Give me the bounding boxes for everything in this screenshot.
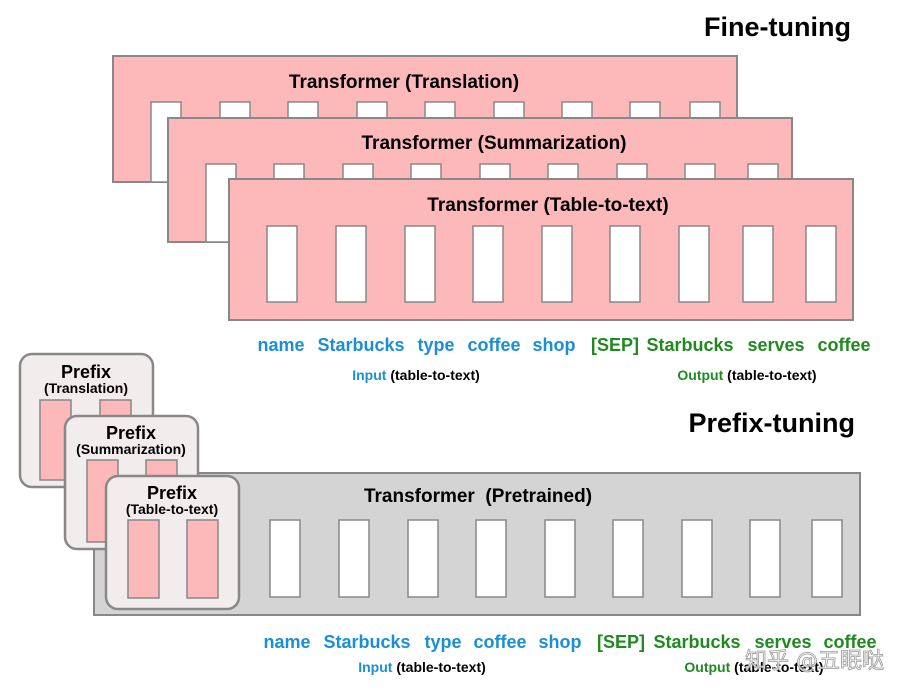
ft-token: type — [417, 335, 454, 355]
prefix-tuning-heading: Prefix-tuning — [689, 408, 856, 438]
transformer-summarization-title: Transformer (Summarization) — [362, 133, 627, 154]
ft-token: serves — [747, 335, 804, 355]
ft-token: coffee — [817, 335, 870, 355]
ft-token: coffee — [467, 335, 520, 355]
token-slots-table-to-text — [266, 225, 837, 303]
pt-token: Starbucks — [653, 632, 740, 652]
pt-input-label: Input (table-to-text) — [358, 659, 486, 675]
ft-output-label: Output (table-to-text) — [677, 367, 816, 383]
fine-tuning-token-row: name Starbucks type coffee shop [SEP] St… — [257, 335, 870, 355]
ft-token: shop — [533, 335, 576, 355]
transformer-pretrained-title: Transformer (Pretrained) — [364, 486, 592, 507]
pt-token: type — [424, 632, 461, 652]
prefix-tuning-token-row: name Starbucks type coffee shop [SEP] St… — [263, 632, 876, 652]
transformer-table-to-text-title: Transformer (Table-to-text) — [427, 195, 668, 216]
prefix-card-title: Prefix — [61, 362, 111, 382]
prefix-card-table-to-text: Prefix (Table-to-text) — [104, 474, 241, 611]
prefix-card-title: Prefix — [147, 483, 197, 503]
prefix-card-subtitle: (Summarization) — [76, 441, 186, 457]
prefix-card-title: Prefix — [106, 423, 156, 443]
pt-token: Starbucks — [323, 632, 410, 652]
pt-token: coffee — [473, 632, 526, 652]
fine-tuning-heading: Fine-tuning — [704, 12, 851, 42]
ft-input-label: Input (table-to-text) — [352, 367, 480, 383]
ft-token: Starbucks — [646, 335, 733, 355]
pt-token: name — [263, 632, 310, 652]
transformer-table-to-text: Transformer (Table-to-text) — [228, 178, 854, 321]
prefix-card-subtitle: (Translation) — [44, 380, 128, 396]
token-slots-translation — [150, 101, 721, 183]
watermark: 知乎 @五眠哒 — [745, 649, 884, 674]
ft-token: Starbucks — [317, 335, 404, 355]
token-slots-pretrained — [269, 519, 843, 598]
prefix-card-subtitle: (Table-to-text) — [126, 501, 218, 517]
pt-token: [SEP] — [597, 632, 645, 652]
pt-token: coffee — [823, 632, 876, 652]
transformer-translation-title: Transformer (Translation) — [289, 72, 519, 93]
pt-token: shop — [539, 632, 582, 652]
pt-output-label: Output (table-to-text) — [684, 659, 823, 675]
ft-token: [SEP] — [591, 335, 639, 355]
pt-token: serves — [754, 632, 811, 652]
ft-token: name — [257, 335, 304, 355]
